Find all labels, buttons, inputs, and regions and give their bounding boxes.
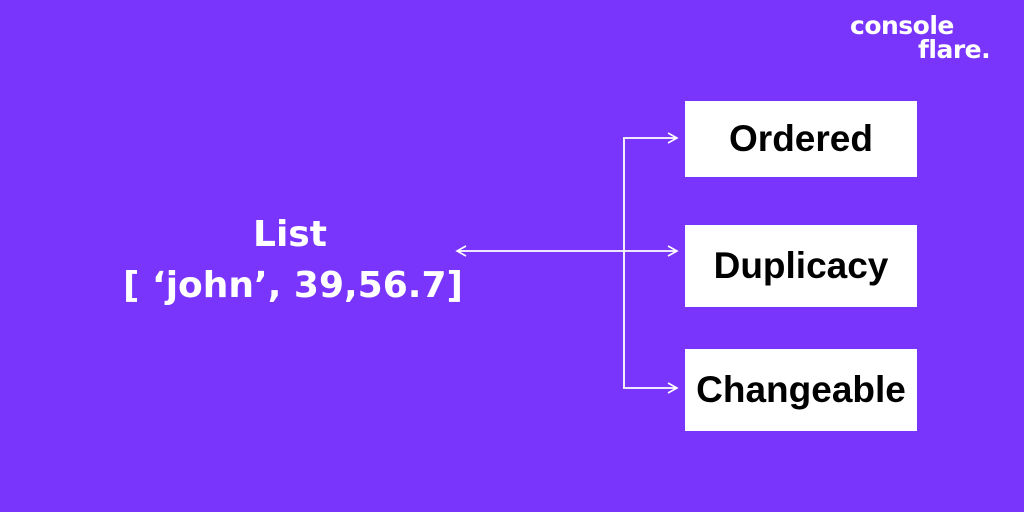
- property-box-changeable: Changeable: [685, 349, 917, 431]
- property-box-duplicacy: Duplicacy: [685, 225, 917, 307]
- property-box-ordered: Ordered: [685, 101, 917, 177]
- logo-line-2: flare.: [918, 35, 991, 64]
- logo-line-1: console: [850, 11, 954, 40]
- list-example-value: [ ‘john’, 39,56.7]: [123, 265, 463, 306]
- list-title: List: [253, 214, 327, 255]
- console-flare-logo: console flare.: [850, 11, 991, 64]
